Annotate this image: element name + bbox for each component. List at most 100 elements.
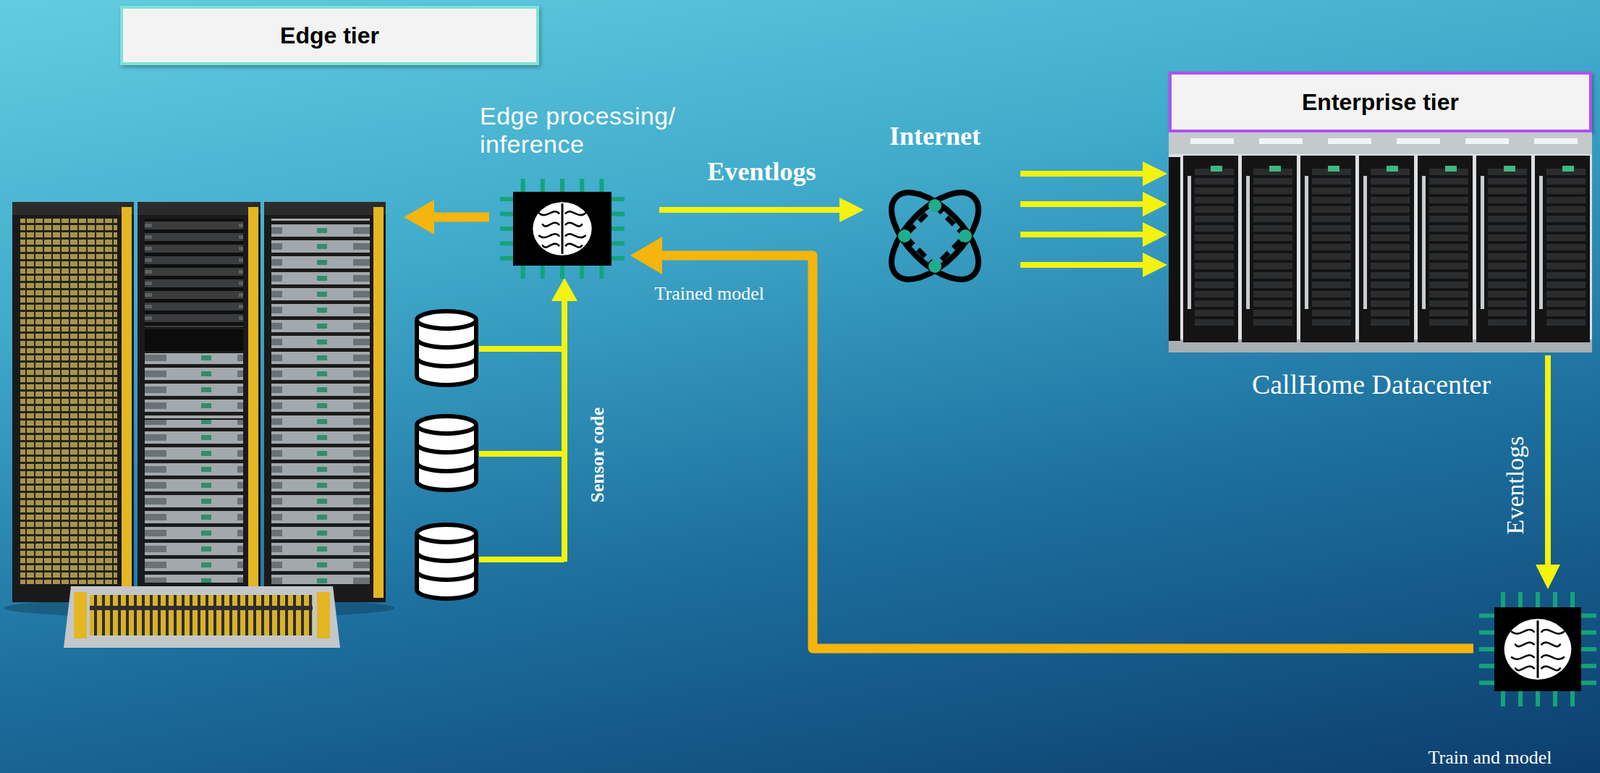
database-icons bbox=[416, 524, 477, 599]
datacenter-photo-graphic bbox=[1429, 234, 1469, 241]
database-icons bbox=[416, 319, 477, 329]
edge-inference-chip-graphic bbox=[539, 211, 559, 215]
training-chip-graphic bbox=[1581, 663, 1597, 668]
datacenter-photo-graphic bbox=[1311, 187, 1352, 194]
edge-inference-chip-graphic bbox=[540, 178, 545, 192]
datacenter-photo-graphic bbox=[1487, 272, 1527, 279]
server-racks bbox=[144, 329, 244, 351]
datacenter-photo-graphic bbox=[1168, 157, 1181, 341]
datacenter-photo-graphic bbox=[1311, 290, 1352, 298]
flow-line bbox=[1020, 261, 1145, 268]
edge-inference-chip-graphic bbox=[560, 265, 565, 279]
datacenter-photo-graphic bbox=[1487, 225, 1527, 232]
datacenter-photo-graphic bbox=[1253, 319, 1293, 326]
training-chip-graphic bbox=[1479, 613, 1495, 619]
datacenter-photo-graphic bbox=[1311, 262, 1352, 270]
datacenter-photo-graphic bbox=[1503, 165, 1516, 172]
training-chip-graphic bbox=[1515, 642, 1535, 647]
internet-icon-graphic bbox=[958, 229, 972, 243]
edge-inference-chip-graphic bbox=[539, 233, 559, 238]
training-chip-graphic bbox=[1479, 680, 1495, 685]
database-icons bbox=[416, 443, 477, 453]
edge-inference-chip-graphic bbox=[521, 265, 526, 279]
edge-inference-chip: Edge processing/ inference bbox=[500, 178, 625, 279]
datacenter-photo-graphic bbox=[1241, 155, 1297, 343]
datacenter-photo-graphic bbox=[1546, 319, 1586, 326]
edge-label: Trained model bbox=[654, 282, 765, 305]
internet-icon-graphic bbox=[898, 229, 912, 243]
datacenter-photo-graphic bbox=[1370, 272, 1410, 279]
datacenter-photo-graphic bbox=[1487, 309, 1527, 317]
server-racks bbox=[137, 201, 261, 603]
server-racks bbox=[20, 218, 118, 584]
datacenter-photo-graphic bbox=[1370, 281, 1410, 289]
datacenter-photo-graphic bbox=[1253, 300, 1293, 307]
datacenter-photo-graphic bbox=[1359, 155, 1415, 343]
training-chip-graphic bbox=[1479, 591, 1597, 707]
datacenter-photo-graphic bbox=[1194, 225, 1234, 232]
datacenter-photo-graphic bbox=[1487, 215, 1527, 223]
datacenter-photo-graphic bbox=[1487, 196, 1527, 204]
training-chip-graphic bbox=[1581, 630, 1597, 635]
training-chip-graphic bbox=[1581, 646, 1597, 652]
internet-icon-graphic bbox=[928, 199, 942, 213]
annotation-label: Sensor code bbox=[586, 406, 609, 503]
flow-line bbox=[1020, 170, 1145, 177]
chip-heading: Edge processing/ inference bbox=[479, 102, 741, 159]
database-icons bbox=[416, 424, 477, 434]
tier-title-box: Edge tier bbox=[120, 5, 540, 66]
edge-inference-chip-graphic bbox=[565, 233, 586, 238]
edge-inference-chip-graphic bbox=[611, 212, 625, 217]
arrow-head bbox=[839, 197, 865, 223]
training-chip-graphic bbox=[1500, 691, 1506, 707]
datacenter-photo-graphic bbox=[1487, 178, 1527, 185]
datacenter-photo: CallHome Datacenter bbox=[1168, 132, 1593, 353]
training-chip-graphic bbox=[1479, 630, 1495, 635]
datacenter-photo-graphic bbox=[1194, 309, 1234, 317]
database-icons bbox=[416, 311, 477, 385]
internet-icon-graphic bbox=[904, 205, 966, 267]
datacenter-photo-graphic bbox=[1194, 253, 1234, 260]
internet-icon-graphic bbox=[928, 259, 942, 273]
datacenter-photo-graphic bbox=[1370, 319, 1410, 326]
edge-label: Eventlogs bbox=[707, 156, 817, 188]
training-chip-graphic bbox=[1537, 620, 1540, 678]
datacenter-photo-graphic bbox=[1546, 281, 1586, 289]
sensor-code-bus bbox=[479, 277, 578, 562]
datacenter-photo-graphic bbox=[1194, 300, 1234, 307]
flow-line bbox=[1545, 355, 1551, 566]
datacenter-photo-graphic bbox=[1183, 155, 1239, 343]
datacenter-photo-graphic bbox=[1429, 215, 1469, 223]
datacenter-photo-graphic bbox=[1370, 215, 1410, 223]
datacenter-photo-graphic bbox=[1370, 225, 1410, 232]
server-racks bbox=[144, 353, 244, 419]
arrow-head bbox=[1142, 252, 1168, 278]
edge-inference-chip-graphic bbox=[599, 178, 604, 192]
datacenter-photo-graphic bbox=[1487, 234, 1527, 241]
datacenter-photo-graphic bbox=[1311, 234, 1352, 241]
datacenter-photo-graphic bbox=[1546, 234, 1586, 241]
datacenter-photo-graphic bbox=[1363, 175, 1367, 310]
arrow-head bbox=[630, 236, 663, 275]
server-racks bbox=[373, 206, 384, 598]
datacenter-photo-graphic bbox=[1429, 196, 1469, 204]
datacenter-photo-graphic bbox=[1311, 319, 1352, 326]
server-racks bbox=[248, 206, 259, 598]
datacenter-photo-graphic bbox=[1311, 272, 1352, 279]
database-icons bbox=[416, 552, 477, 561]
datacenter-photo-graphic bbox=[1253, 178, 1293, 185]
datacenter-photo-graphic bbox=[1253, 262, 1293, 270]
datacenter-photo-graphic bbox=[1487, 253, 1527, 260]
flow-line bbox=[1020, 201, 1145, 207]
datacenter-photo-graphic bbox=[1480, 175, 1485, 310]
datacenter-photo-graphic bbox=[1562, 165, 1574, 172]
datacenter-photo-graphic bbox=[1429, 290, 1469, 298]
sensor-code-bus bbox=[551, 277, 578, 302]
training-chip-graphic bbox=[1541, 654, 1564, 660]
edge-inference-chip-graphic bbox=[542, 243, 559, 248]
server-racks bbox=[89, 594, 313, 636]
edge-inference-chip-graphic bbox=[500, 196, 514, 202]
server-racks bbox=[137, 201, 261, 215]
server-racks bbox=[12, 201, 134, 215]
